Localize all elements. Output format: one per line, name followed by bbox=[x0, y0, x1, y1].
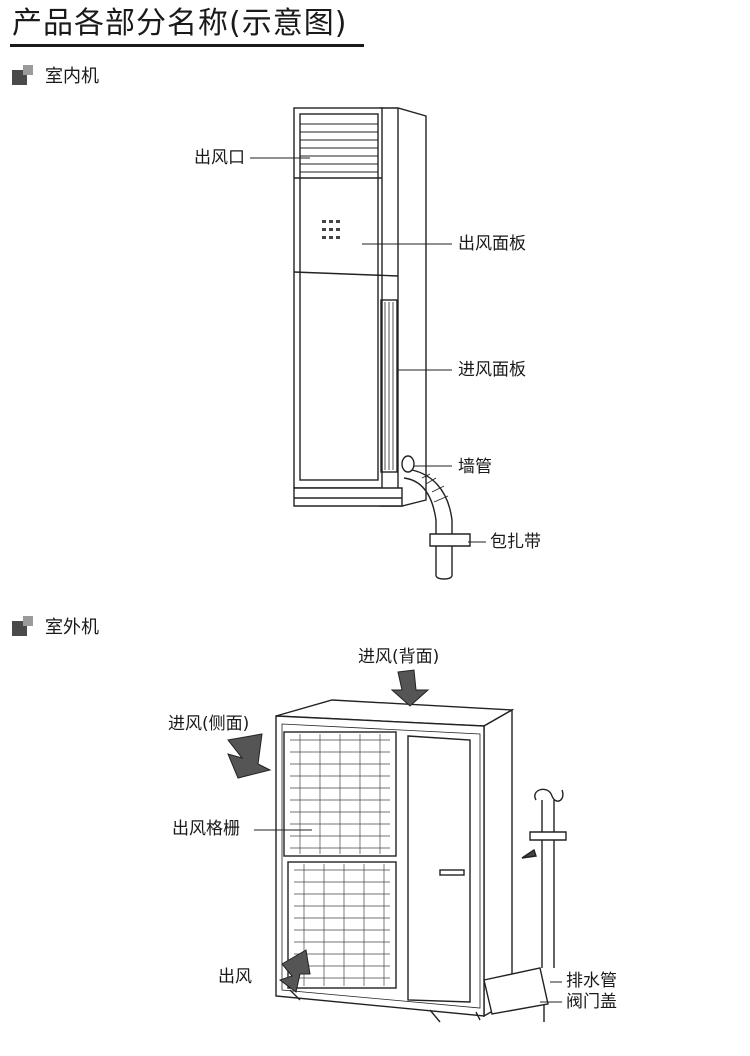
section-outdoor-label: 室外机 bbox=[45, 617, 99, 638]
airflow-side-arrow bbox=[227, 733, 272, 779]
label-outlet-panel: 出风面板 bbox=[458, 234, 526, 254]
label-air-in-back: 进风(背面) bbox=[358, 647, 440, 667]
label-binding-strap: 包扎带 bbox=[490, 532, 541, 552]
airflow-out-arrow bbox=[278, 949, 311, 993]
section-indoor-label: 室内机 bbox=[45, 66, 99, 87]
label-drain-pipe: 排水管 bbox=[566, 971, 617, 991]
label-air-in-side: 进风(侧面) bbox=[168, 714, 250, 734]
section-square-icon bbox=[12, 616, 34, 636]
airflow-back-arrow bbox=[390, 669, 430, 707]
label-valve-cover: 阀门盖 bbox=[566, 992, 617, 1012]
label-air-outlet: 出风口 bbox=[194, 148, 245, 168]
title-underline bbox=[10, 44, 364, 47]
page-title: 产品各部分名称(示意图) bbox=[12, 6, 348, 41]
label-inlet-panel: 进风面板 bbox=[458, 360, 526, 380]
label-outlet-grille: 出风格栅 bbox=[172, 819, 240, 839]
section-indoor-header: 室内机 bbox=[12, 64, 99, 87]
section-outdoor-header: 室外机 bbox=[12, 615, 99, 638]
section-square-icon bbox=[12, 65, 34, 85]
label-wall-pipe: 墙管 bbox=[458, 457, 492, 477]
label-air-out: 出风 bbox=[218, 967, 252, 987]
